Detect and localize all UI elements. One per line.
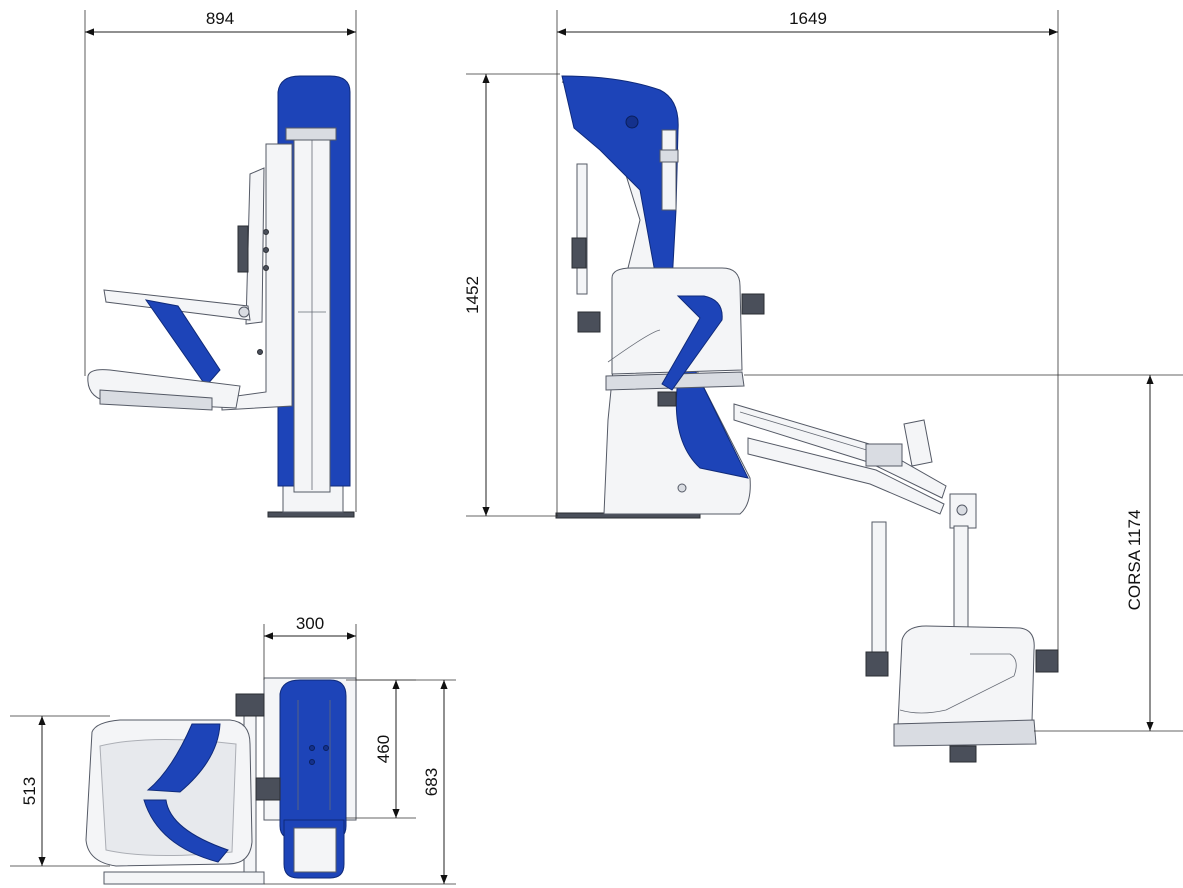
upper-seat-knob (741, 293, 765, 315)
dim-label-300: 300 (296, 614, 324, 633)
footrest (103, 871, 265, 885)
seat-strap (144, 299, 221, 387)
dimension-labels: 894 1649 1452 CORSA 1174 300 513 460 683 (20, 9, 1144, 805)
side-view (87, 75, 355, 518)
dim-label-894: 894 (206, 9, 234, 28)
upper-seat-strap (661, 295, 723, 391)
base-plate (267, 511, 355, 518)
dim-label-stroke: CORSA 1174 (1125, 510, 1144, 611)
dim-label-1452: 1452 (463, 276, 482, 314)
lower-seat-knob (1035, 649, 1059, 673)
top-view (85, 677, 357, 885)
backrest (245, 167, 265, 325)
dim-label-1649: 1649 (789, 9, 827, 28)
handle (576, 163, 588, 295)
dim-label-460: 460 (374, 735, 393, 763)
actuator-motor (865, 443, 903, 467)
dimension-lines (10, 10, 1183, 885)
lower-seat (897, 625, 1035, 725)
reach-view (555, 75, 1059, 763)
top-seat-strap (146, 723, 221, 793)
pivot-joint (949, 493, 977, 529)
dim-label-513: 513 (20, 777, 39, 805)
lower-handle (871, 521, 887, 673)
reach-cover (561, 75, 749, 479)
hanging-pole (953, 525, 969, 631)
seat-bracket (221, 143, 293, 411)
dim-label-683: 683 (422, 768, 441, 796)
armrest (103, 289, 251, 321)
upper-seat (611, 267, 743, 375)
